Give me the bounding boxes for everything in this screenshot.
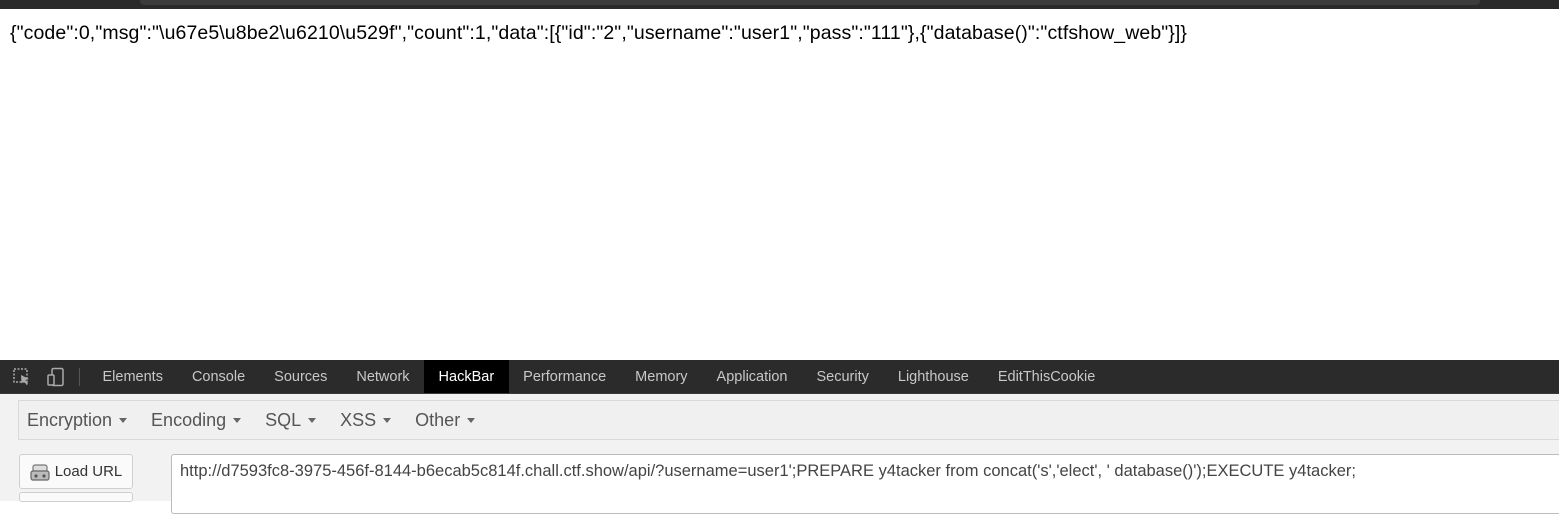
devtools-tabs: Elements Console Sources Network HackBar… — [88, 360, 1110, 393]
tab-hackbar[interactable]: HackBar — [424, 360, 509, 393]
load-url-button[interactable]: Load URL — [19, 454, 133, 489]
browser-tab-edge — [140, 0, 1480, 5]
menu-other[interactable]: Other — [407, 410, 483, 431]
menu-encryption[interactable]: Encryption — [19, 410, 135, 431]
caret-down-icon — [308, 417, 317, 423]
device-toolbar-icon[interactable] — [45, 366, 67, 388]
browser-top-strip — [0, 0, 1559, 9]
menu-other-label: Other — [415, 409, 461, 430]
tab-network[interactable]: Network — [356, 368, 410, 385]
caret-down-icon — [467, 417, 476, 423]
menu-encoding[interactable]: Encoding — [143, 410, 249, 431]
tab-memory[interactable]: Memory — [635, 368, 688, 385]
devtools-tab-bar: Elements Console Sources Network HackBar… — [0, 360, 1559, 394]
devtools-icon-group — [0, 360, 88, 393]
menu-encoding-label: Encoding — [151, 409, 227, 430]
inspect-element-icon[interactable] — [11, 366, 33, 388]
tab-lighthouse[interactable]: Lighthouse — [897, 368, 969, 385]
load-url-icon — [30, 463, 50, 481]
tab-security[interactable]: Security — [816, 368, 869, 385]
load-url-label: Load URL — [54, 463, 123, 480]
menu-sql[interactable]: SQL — [257, 410, 324, 431]
menu-xss-label: XSS — [340, 409, 377, 430]
caret-down-icon — [119, 417, 128, 423]
tab-sources[interactable]: Sources — [274, 368, 328, 385]
menu-encryption-label: Encryption — [27, 409, 113, 430]
hackbar-menu-bar: Encryption Encoding SQL XSS Other — [18, 400, 1559, 440]
tab-performance[interactable]: Performance — [523, 368, 607, 385]
json-response-text: {"code":0,"msg":"\u67e5\u8be2\u6210\u529… — [10, 22, 1188, 44]
caret-down-icon — [383, 417, 392, 423]
devtools-separator — [79, 367, 80, 386]
tab-application[interactable]: Application — [716, 368, 788, 385]
tab-elements[interactable]: Elements — [102, 368, 163, 385]
url-input[interactable]: http://d7593fc8-3975-456f-8144-b6ecab5c8… — [171, 454, 1559, 514]
tab-editthiscookie[interactable]: EditThisCookie — [997, 368, 1096, 385]
menu-sql-label: SQL — [265, 409, 302, 430]
tab-console[interactable]: Console — [191, 368, 246, 385]
menu-xss[interactable]: XSS — [332, 410, 399, 431]
caret-down-icon — [233, 417, 242, 423]
hackbar-panel: Encryption Encoding SQL XSS Other — [0, 394, 1559, 514]
